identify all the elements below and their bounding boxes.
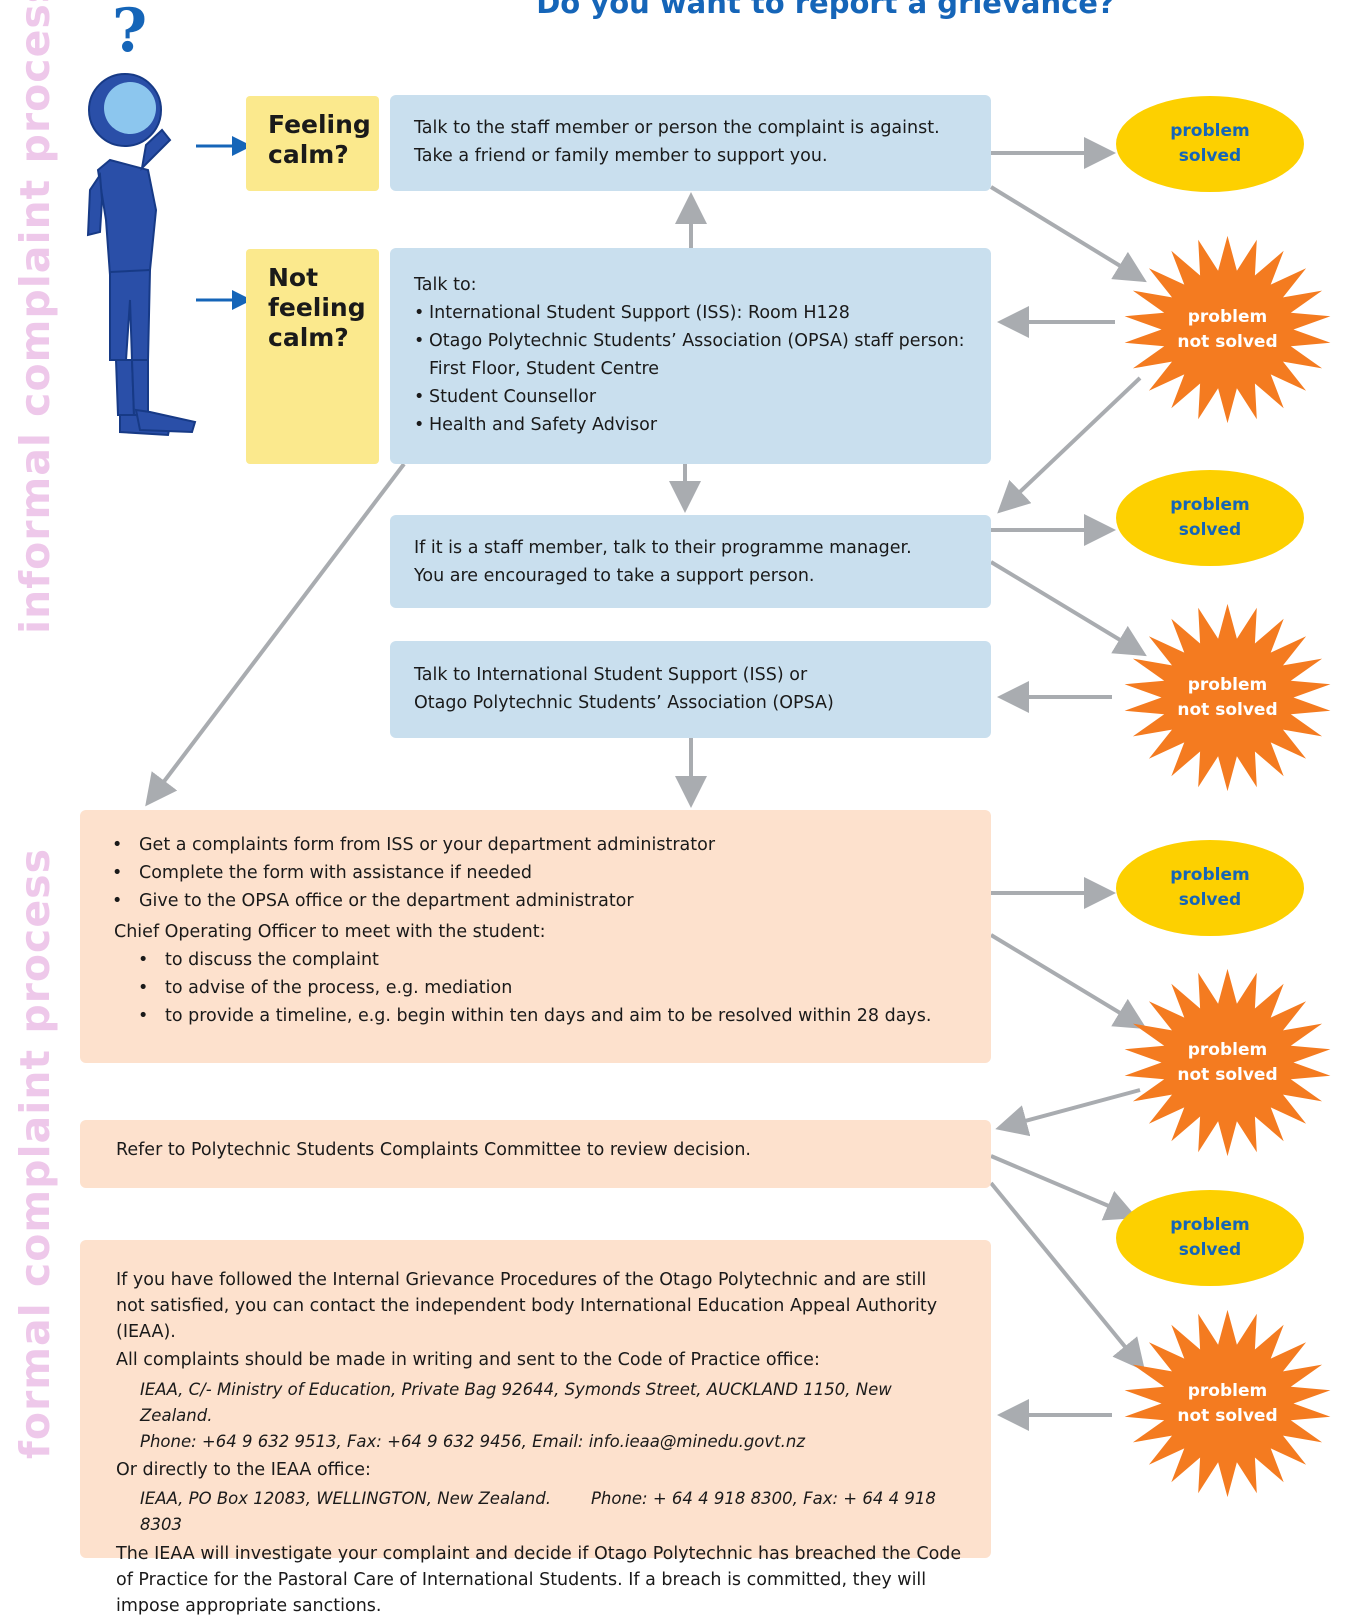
iss-opsa-box: Talk to International Student Support (I… (390, 641, 991, 738)
thinking-person-icon (86, 73, 197, 437)
feeling-calm-box: Feeling calm? (246, 96, 379, 191)
ieaa-direct: Or directly to the IEAA office: (116, 1460, 371, 1480)
problem-not-solved-label: problem not solved (1177, 1380, 1278, 1426)
complaint-form-item: Give to the OPSA office or the departmen… (106, 887, 991, 915)
problem-solved-label: problem solved (1170, 121, 1250, 166)
problem-solved-label: problem solved (1170, 495, 1250, 540)
talk-to-box: Talk to: International Student Support (… (390, 248, 991, 464)
problem-not-solved-burst: problem not solved (1120, 965, 1335, 1160)
starburst-shape (1124, 968, 1331, 1157)
talk-to-staff-box: Talk to the staff member or person the c… (390, 95, 991, 191)
problem-not-solved-burst: problem not solved (1120, 1306, 1335, 1501)
ieaa-intro: If you have followed the Internal Grieva… (116, 1270, 938, 1342)
ieaa-contact-auckland: Phone: +64 9 632 9513, Fax: +64 9 632 94… (140, 1432, 805, 1451)
problem-solved-label: problem solved (1170, 1215, 1250, 1260)
arrow-to-feeling-calm (196, 136, 252, 156)
talk-to-item: International Student Support (ISS): Roo… (414, 299, 967, 327)
flow-arrows (145, 137, 1147, 1431)
not-feeling-calm-box: Not feeling calm? (246, 249, 379, 464)
problem-not-solved-label: problem not solved (1177, 674, 1278, 720)
talk-to-item: Otago Polytechnic Students’ Association … (414, 327, 969, 383)
iss-opsa-line2: Otago Polytechnic Students’ Association … (414, 693, 834, 713)
page-title: Do you want to report a grievance? (536, 0, 1115, 20)
problem-solved-label: problem solved (1170, 865, 1250, 910)
talk-to-item: Health and Safety Advisor (414, 411, 967, 439)
problem-solved-oval: problem solved (1116, 470, 1304, 566)
coo-item: to advise of the process, e.g. mediation (106, 974, 991, 1002)
problem-not-solved-label: problem not solved (1177, 306, 1278, 352)
problem-solved-oval: problem solved (1116, 96, 1304, 192)
programme-manager-line2: You are encouraged to take a support per… (414, 566, 815, 586)
starburst-shape (1124, 235, 1331, 424)
programme-manager-box: If it is a staff member, talk to their p… (390, 515, 991, 608)
ieaa-written: All complaints should be made in writing… (116, 1350, 820, 1370)
talk-to-staff-line1: Talk to the staff member or person the c… (414, 118, 940, 138)
problem-solved-oval: problem solved (1116, 1190, 1304, 1286)
ieaa-address-wellington-text: IEAA, PO Box 12083, WELLINGTON, New Zeal… (140, 1489, 551, 1508)
programme-manager-line1: If it is a staff member, talk to their p… (414, 538, 912, 558)
arrow-to-not-feeling-calm (196, 290, 252, 310)
coo-item: to provide a timeline, e.g. begin within… (106, 1002, 991, 1030)
ieaa-address-auckland: IEAA, C/- Ministry of Education, Private… (140, 1380, 892, 1425)
problem-not-solved-burst: problem not solved (1120, 600, 1335, 795)
talk-to-heading: Talk to: (414, 275, 477, 295)
starburst-shape (1124, 603, 1331, 792)
talk-to-item: Student Counsellor (414, 383, 967, 411)
question-mark: ? (112, 0, 148, 66)
complaint-form-box: Get a complaints form from ISS or your d… (80, 810, 991, 1063)
ieaa-address-wellington: IEAA, PO Box 12083, WELLINGTON, New Zeal… (116, 1486, 965, 1538)
ieaa-contact-wellington: Phone: + 64 4 918 8300, Fax: + 64 4 918 … (140, 1489, 936, 1534)
complaint-form-item: Get a complaints form from ISS or your d… (106, 831, 991, 859)
ieaa-box: If you have followed the Internal Grieva… (80, 1240, 991, 1616)
problem-not-solved-burst: problem not solved (1120, 232, 1335, 427)
iss-opsa-line1: Talk to International Student Support (I… (414, 665, 808, 685)
problem-not-solved-label: problem not solved (1177, 1039, 1278, 1085)
ieaa-outcome: The IEAA will investigate your complaint… (116, 1544, 962, 1616)
committee-box: Refer to Polytechnic Students Complaints… (80, 1120, 991, 1188)
complaint-form-item: Complete the form with assistance if nee… (106, 859, 991, 887)
committee-text: Refer to Polytechnic Students Complaints… (116, 1140, 751, 1160)
problem-solved-oval: problem solved (1116, 840, 1304, 936)
talk-to-staff-line2: Take a friend or family member to suppor… (414, 146, 828, 166)
starburst-shape (1124, 1309, 1331, 1498)
coo-heading: Chief Operating Officer to meet with the… (114, 922, 546, 942)
coo-item: to discuss the complaint (106, 946, 991, 974)
